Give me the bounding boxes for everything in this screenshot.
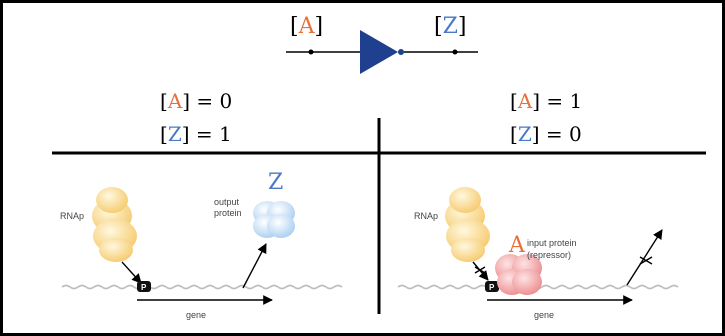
right-a-state: [A] = 1 — [510, 89, 582, 113]
repressor-blob — [495, 254, 542, 295]
input-label: [A] — [290, 14, 323, 39]
rnap-to-promoter-arrow — [121, 261, 142, 284]
output-label-line1: output — [214, 197, 240, 207]
output-label-line2: protein — [214, 208, 242, 218]
rnap-blob — [92, 187, 137, 262]
right-z-state: [Z] = 0 — [510, 122, 582, 146]
inverter-bubble — [398, 49, 404, 55]
promoter-letter: P — [141, 283, 147, 292]
promoter-box — [137, 281, 151, 292]
input-label-line1: input protein — [527, 238, 577, 248]
promoter-letter: P — [489, 283, 495, 292]
output-node — [452, 49, 458, 55]
output-protein-blob — [253, 201, 295, 238]
block-x-icon — [474, 266, 486, 274]
left-z-state: [Z] = 1 — [160, 122, 232, 146]
gene-label: gene — [186, 310, 206, 320]
blocked-expression-arrow — [626, 229, 663, 286]
a-letter: A — [508, 233, 526, 258]
rnap-blob — [445, 187, 490, 262]
z-letter: Z — [268, 170, 283, 195]
rnap-label: RNAp — [60, 211, 84, 221]
gene-label: gene — [534, 310, 554, 320]
dna-strand — [61, 284, 343, 290]
left-a-state: [A] = 0 — [160, 89, 232, 113]
expression-arrow — [242, 243, 267, 289]
inverter-triangle — [360, 30, 398, 74]
promoter-box — [485, 281, 499, 292]
rnap-label: RNAp — [414, 211, 438, 221]
input-var: A — [298, 14, 316, 39]
right-panel: RNAp P A input protein (repressor) gene — [397, 187, 679, 320]
left-panel: RNAp P gene Z output protein — [60, 170, 343, 320]
output-var: Z — [443, 14, 458, 39]
output-label: [Z] — [434, 14, 466, 39]
inverter-symbol: [A] [Z] — [286, 14, 478, 74]
block-x-icon — [639, 256, 653, 265]
input-label-line2: (repressor) — [527, 250, 571, 260]
input-node — [308, 49, 314, 55]
